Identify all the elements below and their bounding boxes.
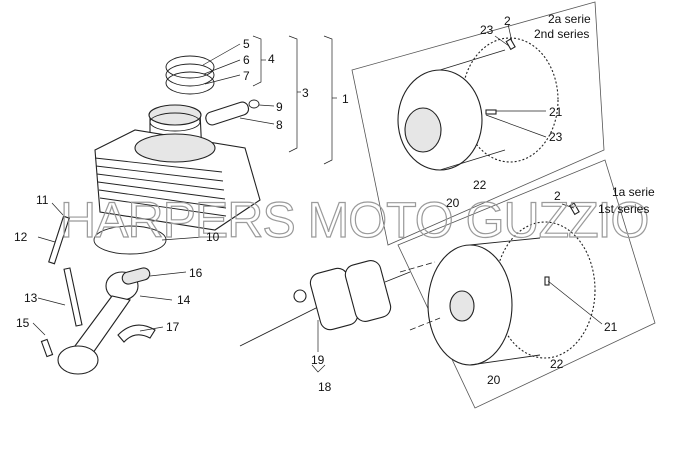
leader-lines: [32, 23, 603, 352]
crankshaft: [239, 260, 411, 347]
piston-rings: [165, 55, 215, 95]
callout-14: 14: [177, 293, 191, 307]
callout-11: 11: [36, 193, 49, 207]
callout-12: 12: [14, 230, 28, 244]
callout-18: 18: [318, 380, 332, 394]
connecting-rod: [57, 267, 151, 375]
callout-2: 2: [504, 14, 511, 28]
flywheel-1st-series: [427, 221, 596, 366]
series-1-label-line1: 1a serie: [612, 185, 655, 199]
callout-22: 22: [550, 357, 564, 371]
callout-21: 21: [549, 105, 563, 119]
callout-7: 7: [243, 69, 250, 83]
callout-3: 3: [302, 86, 309, 100]
callout-9: 9: [276, 100, 283, 114]
frame-2nd-series: [351, 1, 605, 246]
callout-1: 1: [342, 92, 349, 106]
series-1-label-line2: 1st series: [598, 202, 649, 216]
series-2-label-line2: 2nd series: [534, 27, 589, 41]
callout-22: 22: [473, 178, 487, 192]
cylinder-studs: [40, 215, 83, 358]
callout-13: 13: [24, 291, 38, 305]
callout-8: 8: [276, 118, 283, 132]
callout-2: 2: [554, 189, 561, 203]
callout-15: 15: [16, 316, 30, 330]
callout-6: 6: [243, 53, 250, 67]
series-2-label-line1: 2a serie: [548, 12, 591, 26]
callout-17: 17: [166, 320, 180, 334]
callout-23: 23: [480, 23, 494, 37]
callout-20: 20: [487, 373, 501, 387]
group-brackets: [252, 35, 333, 373]
assembly-axis: [399, 261, 441, 331]
callout-4: 4: [268, 52, 275, 66]
flywheel-bolts: [485, 38, 580, 286]
piston-pin: [205, 99, 260, 126]
watermark: HARPERS MOTO GUZZIO: [60, 192, 648, 248]
callout-5: 5: [243, 37, 250, 51]
callout-16: 16: [189, 266, 203, 280]
rod-bearing-shells: [117, 324, 156, 343]
callout-20: 20: [446, 196, 460, 210]
callout-23: 23: [549, 130, 563, 144]
callout-19: 19: [311, 353, 325, 367]
callout-10: 10: [206, 230, 220, 244]
flywheel-2nd-series: [397, 37, 559, 171]
cylinder: [94, 129, 261, 231]
callout-21: 21: [604, 320, 618, 334]
